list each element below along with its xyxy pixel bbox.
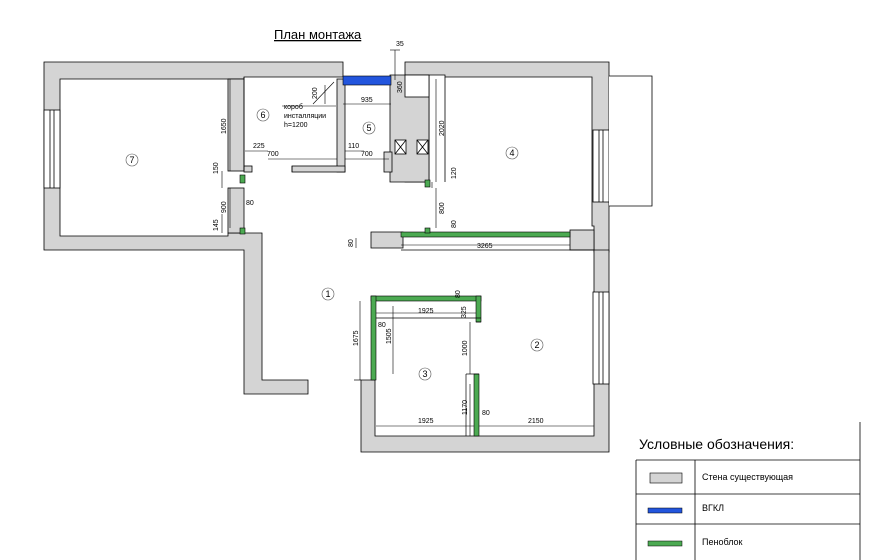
room-number-7: 7 [129, 155, 134, 165]
legend-swatch-gkl [647, 507, 683, 514]
dim-225: 225 [253, 143, 265, 150]
legend-swatch-foam [647, 540, 683, 547]
room-number-2: 2 [534, 340, 539, 350]
dimension-lines [221, 49, 594, 436]
room-marker-1 [321, 287, 335, 301]
wall-6-bottom-left [243, 165, 253, 173]
note-line3: h=1200 [284, 122, 308, 129]
legend: Условные обозначения: Стена существующая… [635, 422, 861, 560]
dim-200: 200 [312, 87, 319, 99]
vent-shafts [394, 74, 430, 155]
foam-wall-7-stub1 [239, 174, 246, 184]
dim-145: 145 [213, 219, 220, 231]
door-opening-top [404, 74, 430, 98]
room-number-3: 3 [422, 369, 427, 379]
note-line1: короб [284, 103, 303, 111]
foam-wall-3-right-bottom [473, 373, 480, 437]
dim-80e: 80 [378, 322, 386, 329]
dim-1925a: 1925 [418, 308, 434, 315]
door-lines [291, 166, 594, 436]
foam-wall-4-bottom [400, 231, 571, 238]
wall-top-left [43, 61, 344, 395]
dim-80b: 80 [451, 220, 458, 228]
dim-325: 325 [461, 306, 468, 318]
window-right-2 [592, 291, 610, 385]
dim-800: 800 [439, 202, 446, 214]
foam-wall-3-top [370, 295, 482, 302]
wall-between-4-2 [569, 229, 595, 251]
installation-note: короб инсталляции h=1200 [284, 81, 335, 129]
dim-80c: 80 [348, 239, 355, 247]
dim-110: 110 [348, 143, 359, 150]
balcony [609, 75, 653, 207]
dim-3265: 3265 [477, 243, 493, 250]
room-marker-2 [530, 338, 544, 352]
dim-1650: 1650 [221, 118, 228, 134]
dim-700a: 700 [267, 151, 279, 158]
existing-walls [43, 61, 610, 453]
room-number-4: 4 [509, 148, 514, 158]
dim-35: 35 [396, 41, 404, 48]
wall-stub-5 [383, 151, 393, 173]
inner-lines [243, 77, 446, 182]
wall-top-right [404, 61, 610, 253]
room-marker-7 [125, 153, 139, 167]
dim-80d: 80 [455, 290, 462, 298]
legend-title: Условные обозначения: [639, 436, 794, 452]
plan-title: План монтажа [274, 27, 362, 42]
dim-1925b: 1925 [418, 418, 434, 425]
dimension-texts: 35 360 200 935 1650 2020 225 700 110 700… [213, 41, 544, 425]
dim-1505: 1505 [386, 328, 393, 344]
wall-right-lower [360, 249, 610, 453]
dim-150: 150 [213, 162, 220, 174]
room-marker-6 [256, 108, 270, 122]
foam-wall-7-stub2 [239, 227, 246, 235]
room-marker-5 [362, 121, 376, 135]
dim-700b: 700 [361, 151, 373, 158]
dim-935: 935 [361, 97, 373, 104]
legend-swatch-wall [649, 472, 683, 484]
room-markers [125, 108, 544, 381]
dim-80f: 80 [482, 410, 490, 417]
wall-6-bottom-right [291, 165, 346, 173]
room-number-5: 5 [366, 123, 371, 133]
legend-label-gkl: ВГКЛ [702, 503, 724, 513]
foam-wall-4-stub [424, 179, 431, 188]
windows [43, 75, 653, 385]
foam-wall-4-stub2 [424, 227, 431, 234]
dim-2150: 2150 [528, 418, 544, 425]
dim-80a: 80 [246, 200, 254, 207]
room-marker-3 [418, 367, 432, 381]
dim-900: 900 [221, 201, 228, 213]
room-number-1: 1 [325, 289, 330, 299]
room-marker-4 [505, 146, 519, 160]
foam-wall-3-left [370, 295, 377, 381]
dim-120: 120 [451, 167, 458, 179]
foam-walls [239, 174, 571, 437]
wall-stub-7 [227, 187, 245, 234]
window-left [43, 109, 61, 189]
wall-partition-6-left [227, 78, 245, 172]
window-right-4 [592, 129, 610, 203]
dim-1000: 1000 [462, 340, 469, 356]
dim-360: 360 [397, 81, 404, 93]
wall-6-5-pillar [336, 78, 346, 173]
dim-1675: 1675 [353, 330, 360, 346]
gkl-box [342, 75, 392, 86]
note-line2: инсталляции [284, 113, 326, 120]
legend-label-foam: Пеноблок [702, 537, 743, 547]
dim-1170: 1170 [462, 400, 469, 415]
dim-2020: 2020 [439, 120, 446, 136]
room-number-6: 6 [260, 110, 265, 120]
wall-stub-corridor [370, 231, 404, 249]
room-numbers: 1 2 3 4 5 6 7 [129, 110, 539, 379]
legend-label-wall: Стена существующая [702, 472, 793, 482]
